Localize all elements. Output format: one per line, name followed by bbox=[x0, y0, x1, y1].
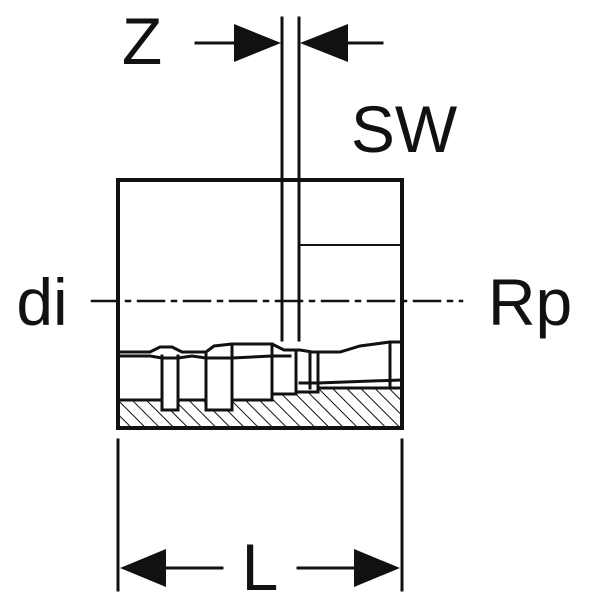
l-label: L bbox=[242, 530, 279, 600]
l-arrow-left bbox=[120, 549, 166, 587]
z-dimension: Z bbox=[122, 4, 384, 78]
di-label: di bbox=[16, 265, 67, 339]
z-arrow-left bbox=[234, 24, 281, 62]
inner-profile-top bbox=[116, 340, 404, 354]
thread-root-line bbox=[298, 378, 402, 385]
l-arrow-right bbox=[354, 549, 400, 587]
fitting-body bbox=[116, 178, 404, 430]
sw-label: SW bbox=[351, 92, 458, 166]
z-label: Z bbox=[122, 4, 162, 78]
l-dimension: L bbox=[116, 438, 404, 600]
inner-profile-mid bbox=[116, 354, 292, 360]
rp-label: Rp bbox=[488, 265, 572, 339]
z-arrow-right bbox=[300, 24, 348, 62]
